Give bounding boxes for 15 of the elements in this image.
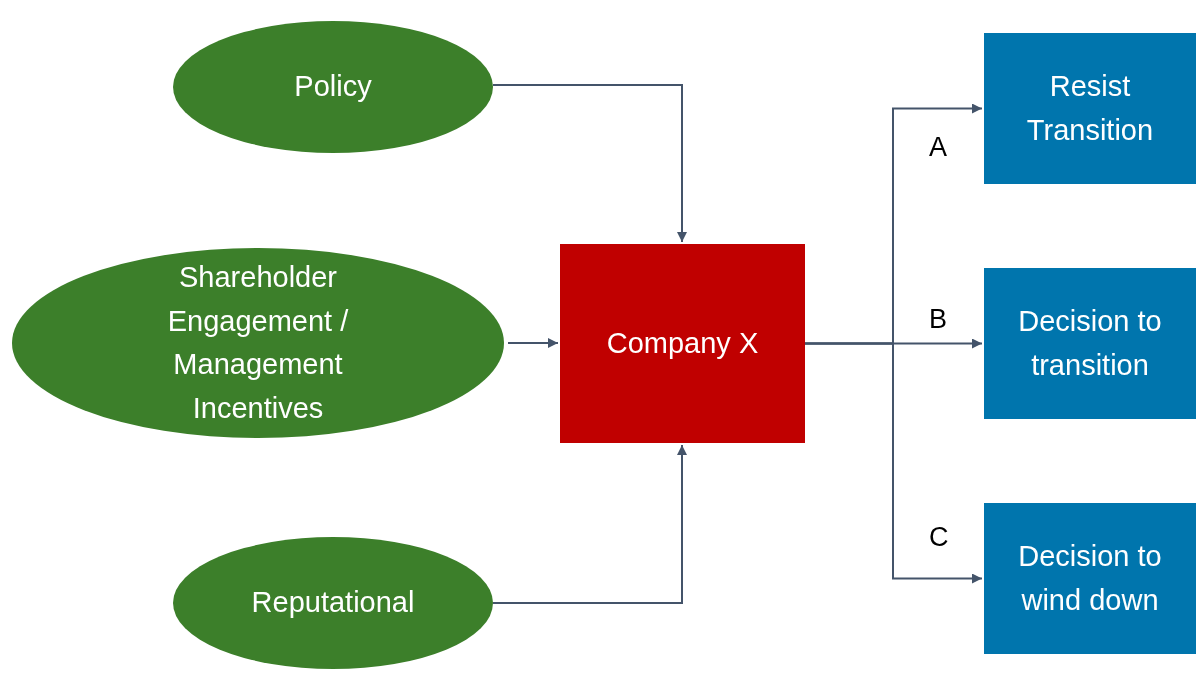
node-label: Policy (294, 69, 372, 105)
outcome-box (984, 503, 1196, 654)
outcome-box (984, 33, 1196, 184)
node-label: Decision to wind down (1017, 539, 1163, 618)
node-label: Decision to transition (1017, 304, 1163, 383)
arrow (507, 338, 559, 348)
node-label: Shareholder Engagement / Management Incentives (166, 260, 350, 426)
node-label: Company X (606, 325, 759, 361)
arrow (492, 444, 687, 604)
node-label: Resist Transition (1025, 69, 1155, 148)
arrow (804, 342, 983, 584)
arrow (492, 84, 687, 243)
node-label: Reputational (251, 585, 415, 621)
company-box (560, 244, 805, 443)
outcome-box (984, 268, 1196, 419)
